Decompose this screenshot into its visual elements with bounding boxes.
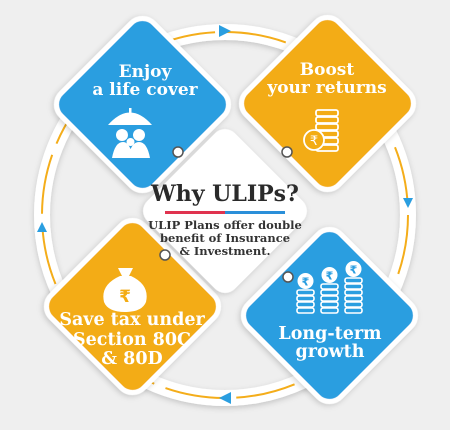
benefit-long-line: growth (295, 342, 365, 363)
benefit-boost-line: your returns (267, 77, 387, 98)
center-description-line: & Investment. (179, 244, 271, 259)
benefit-boost-line: Boost (299, 60, 355, 80)
ring-arrow-right-icon (403, 198, 413, 208)
benefit-save-line: Save tax under (59, 310, 205, 330)
benefit-enjoy-line: Enjoy (118, 62, 172, 82)
benefit-save-line: Section 80C (73, 329, 191, 350)
connector-dot (172, 146, 184, 158)
rupee-money-bag-icon: ₹ (103, 268, 147, 312)
benefit-save-label: Save tax under Section 80C & 80D (52, 310, 212, 370)
svg-text:₹: ₹ (302, 276, 310, 289)
benefit-long-line: Long-term (278, 324, 382, 344)
rupee-coin-stack-icon: ₹ (303, 109, 339, 152)
benefit-enjoy-line: a life cover (92, 79, 198, 100)
connector-dot (159, 249, 171, 261)
ring-arrow-top-icon (219, 25, 231, 37)
title-underline-red (165, 211, 225, 214)
benefit-long-label: Long-term growth (265, 325, 395, 362)
ring-arrow-left-icon (37, 222, 47, 232)
center-title: Why ULIPs? (151, 181, 299, 207)
center-description-line: ULIP Plans offer double (148, 218, 302, 232)
benefit-save-line: & 80D (101, 349, 163, 370)
diamond-boost (238, 14, 417, 193)
connector-dot (281, 146, 293, 158)
svg-text:₹: ₹ (326, 270, 334, 283)
benefit-boost-label: Boost your returns (262, 60, 392, 98)
diamond-enjoy (53, 15, 232, 194)
benefit-enjoy-label: Enjoy a life cover (80, 62, 210, 100)
umbrella-family-icon (108, 108, 152, 158)
center-description: ULIP Plans offer double benefit of Insur… (140, 218, 310, 259)
title-underline-blue (225, 211, 285, 214)
ring-dashed-path (41, 31, 409, 399)
rupee-coin-towers-icon: ₹ ₹ ₹ (296, 261, 363, 314)
center-description-line: benefit of Insurance (159, 231, 291, 246)
svg-text:₹: ₹ (350, 264, 358, 277)
svg-text:₹: ₹ (310, 134, 318, 149)
connector-dot (282, 271, 294, 283)
svg-text:₹: ₹ (119, 287, 131, 307)
ring-arrow-bottom-icon (219, 392, 231, 404)
